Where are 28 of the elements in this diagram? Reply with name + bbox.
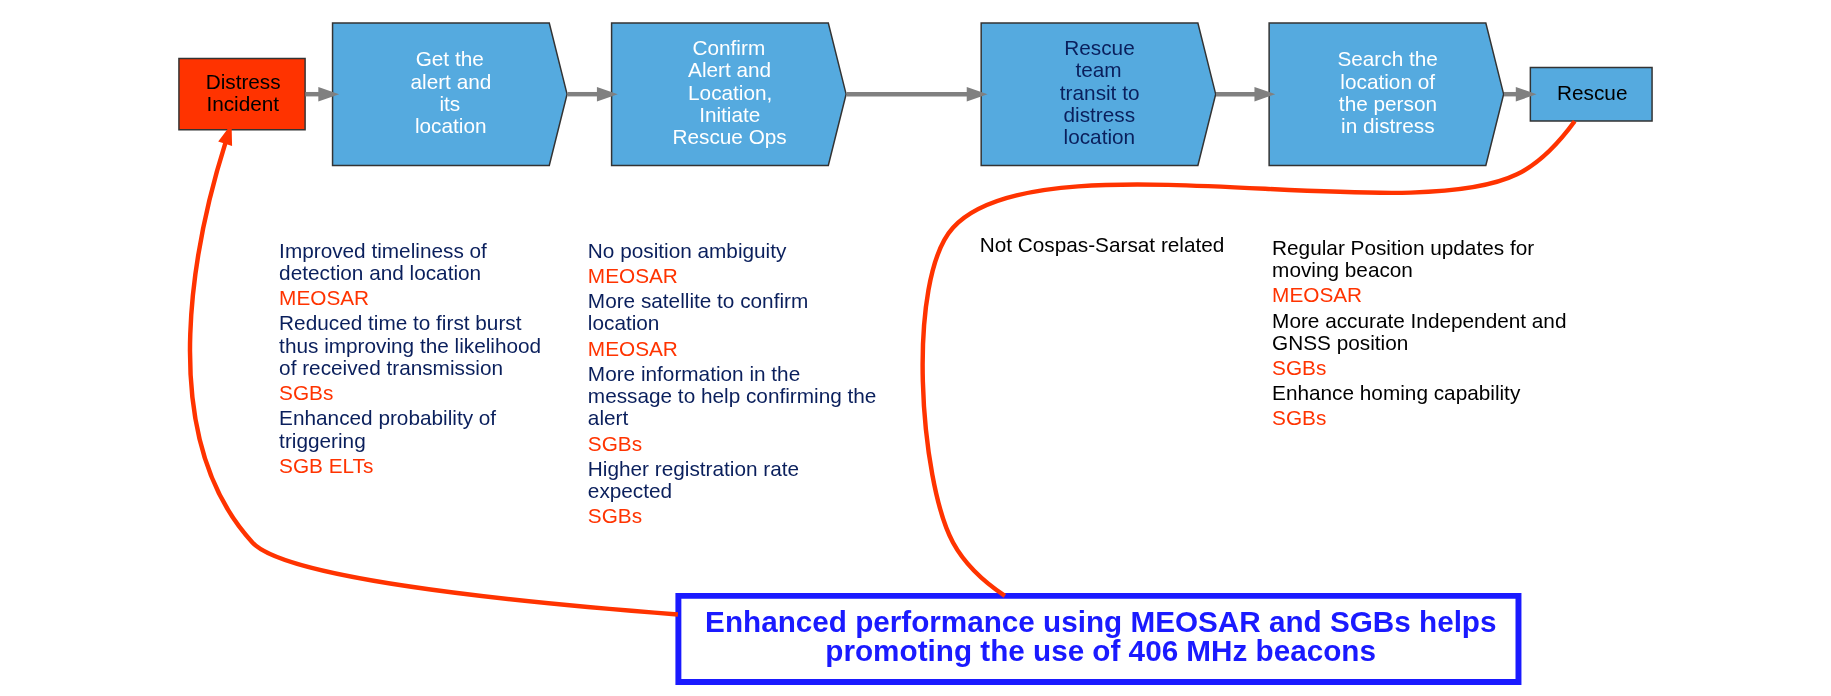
arrow (567, 86, 618, 102)
node-label: SGBs (1272, 356, 1327, 380)
node-label: SGBs (1272, 406, 1327, 430)
node-label: MEOSAR (587, 336, 678, 360)
node-label: Enhanced probability of triggering (279, 406, 497, 452)
node-label: MEOSAR (1272, 283, 1363, 307)
node-label: Not Cospas-Sarsat related (979, 232, 1225, 256)
node-label: More accurate Independent and GNSS position (1272, 308, 1567, 354)
node-label: SGBs (587, 431, 643, 455)
arrow (1215, 86, 1276, 102)
node-label: More satellite to confirm location (587, 289, 809, 335)
node-label: Enhance homing capability (1272, 381, 1521, 405)
node-label: SGB ELTs (279, 453, 374, 477)
node-box: Enhanced performance using MEOSAR and SGBs helps promoting the use of 406 MHz beacons (675, 592, 1522, 685)
node-label: MEOSAR (279, 286, 370, 310)
node-label: Higher registration rate expected (587, 456, 800, 503)
arrow (846, 86, 988, 102)
node-label: SGBs (279, 381, 334, 405)
node-label: Regular Position updates for moving beacon (1272, 235, 1535, 282)
node-box: Distress Incident (178, 57, 306, 131)
connector (920, 119, 1577, 598)
node-box: Rescue (1529, 66, 1653, 122)
node-label: MEOSAR (587, 263, 678, 287)
node-label: Improved timeliness of detection and location (279, 238, 487, 285)
node-label: SGBs (587, 504, 643, 528)
node-label: More information in the message to help confirming the alert (587, 361, 877, 430)
node-label: No position ambiguity (587, 238, 787, 262)
node-label: Reduced time to first burst thus improving the likelihood of received transmission (279, 311, 542, 380)
